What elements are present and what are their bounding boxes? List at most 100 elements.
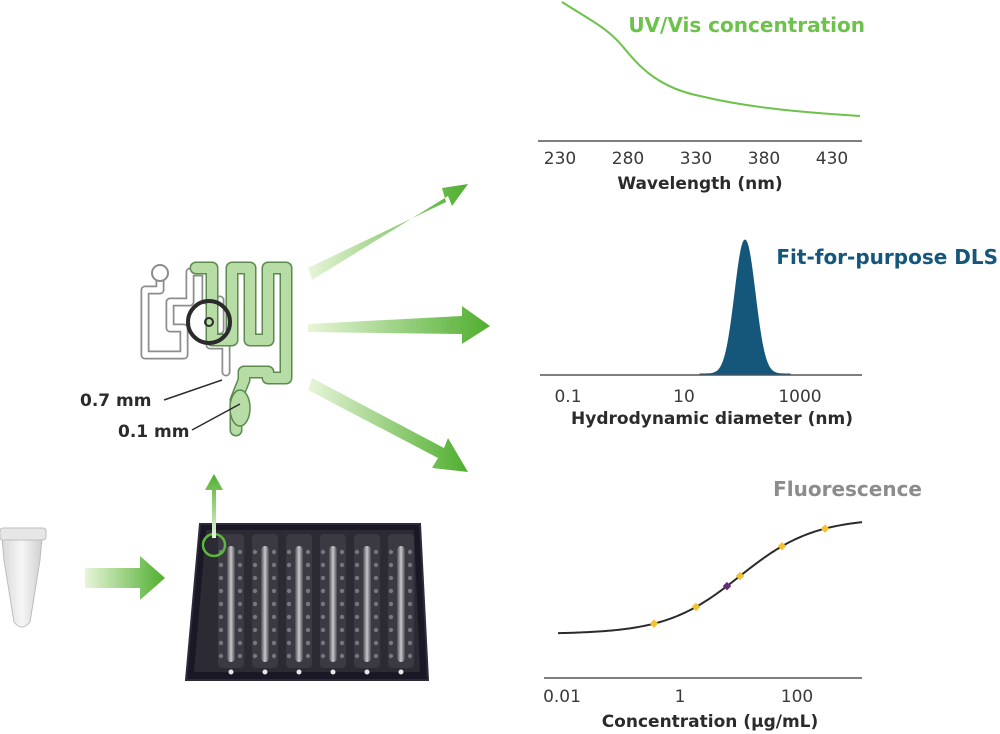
fluorescence-marker (691, 602, 701, 612)
plate-well (339, 653, 345, 659)
plate-well (407, 549, 413, 555)
plate-well (373, 614, 379, 620)
plate-well (271, 575, 277, 581)
capillary (397, 546, 405, 662)
capillary (261, 546, 269, 662)
uv-chart: UV/Vis concentration 230 280 330 380 430… (538, 1, 865, 194)
plate-well (218, 627, 224, 633)
plate-marker-dot (398, 669, 404, 675)
plate-well (373, 575, 379, 581)
dls-x-axis-label: Hydrodynamic diameter (nm) (571, 409, 853, 429)
plate-well (354, 588, 360, 594)
plate-lanes (218, 534, 414, 675)
plate-well (373, 640, 379, 646)
plate-well (305, 549, 311, 555)
plate-well (286, 640, 292, 646)
plate-well (237, 575, 243, 581)
plate-well (354, 562, 360, 568)
plate-well (373, 653, 379, 659)
fluorescence-binding-curve (557, 521, 863, 635)
plate-well (305, 653, 311, 659)
dls-tick-label: 10 (673, 387, 695, 407)
plate-well (388, 627, 394, 633)
plate-well (354, 614, 360, 620)
fluorescence-chart-title: Fluorescence (773, 477, 922, 501)
plate-well (252, 601, 258, 607)
plate-well (218, 562, 224, 568)
plate-well (237, 614, 243, 620)
plate-well (407, 562, 413, 568)
plate-well (237, 549, 243, 555)
plate-well (339, 627, 345, 633)
plate-well (354, 601, 360, 607)
plate-well (339, 614, 345, 620)
plate-well (271, 614, 277, 620)
uv-x-axis-label: Wavelength (nm) (617, 174, 782, 194)
plate-well (252, 614, 258, 620)
plate-well (407, 588, 413, 594)
plate-well (320, 562, 326, 568)
dls-tick-label: 1000 (778, 387, 821, 407)
plate-well (320, 601, 326, 607)
plate-well (271, 601, 277, 607)
uv-spectrum-line (561, 1, 861, 117)
plate-well (407, 614, 413, 620)
chip-dimensions: 0.7 mm 0.1 mm (80, 379, 241, 442)
plate-well (286, 614, 292, 620)
plate-well (286, 601, 292, 607)
dim-gap-label: 0.1 mm (118, 422, 189, 442)
plate-well (305, 601, 311, 607)
plate-well (218, 588, 224, 594)
plate-well (305, 575, 311, 581)
plate-well (237, 562, 243, 568)
fluorescence-marker (777, 541, 787, 551)
plate-well (388, 575, 394, 581)
plate-well (271, 562, 277, 568)
plate-well (271, 640, 277, 646)
fluorescence-tick-label: 100 (781, 687, 813, 707)
plate-well (373, 588, 379, 594)
uv-tick-label: 230 (544, 149, 576, 169)
plate-well (237, 601, 243, 607)
plate-well (286, 562, 292, 568)
plate-well (252, 653, 258, 659)
plate-well (339, 640, 345, 646)
plate-well (218, 640, 224, 646)
arrow-plate-to-chip (205, 474, 223, 538)
plate-well (388, 640, 394, 646)
plate-well (339, 575, 345, 581)
plate-well (339, 549, 345, 555)
plate-well (354, 549, 360, 555)
plate-well (320, 549, 326, 555)
fluorescence-tick-label: 1 (675, 687, 686, 707)
capillary (227, 546, 235, 662)
plate-well (286, 653, 292, 659)
plate-well (320, 588, 326, 594)
plate-well (252, 588, 258, 594)
microfluidic-chip (140, 261, 293, 437)
fluorescence-markers (649, 524, 830, 628)
plate-well (252, 562, 258, 568)
capillary (363, 546, 371, 662)
sample-tube (0, 527, 47, 628)
plate-well (320, 575, 326, 581)
plate-well (373, 562, 379, 568)
plate-well (354, 627, 360, 633)
plate-well (388, 562, 394, 568)
plate-well (271, 588, 277, 594)
plate-well (218, 653, 224, 659)
plate-well (339, 562, 345, 568)
plate-well (237, 653, 243, 659)
plate-well (252, 640, 258, 646)
plate-well (373, 627, 379, 633)
plate-well (339, 588, 345, 594)
plate-well (320, 640, 326, 646)
plate-well (305, 627, 311, 633)
plate-well (305, 614, 311, 620)
plate-well (373, 601, 379, 607)
fluorescence-x-axis-label: Concentration (µg/mL) (602, 712, 819, 732)
plate-well (388, 614, 394, 620)
uv-tick-label: 430 (816, 149, 848, 169)
plate-well (218, 614, 224, 620)
plate-well (320, 614, 326, 620)
